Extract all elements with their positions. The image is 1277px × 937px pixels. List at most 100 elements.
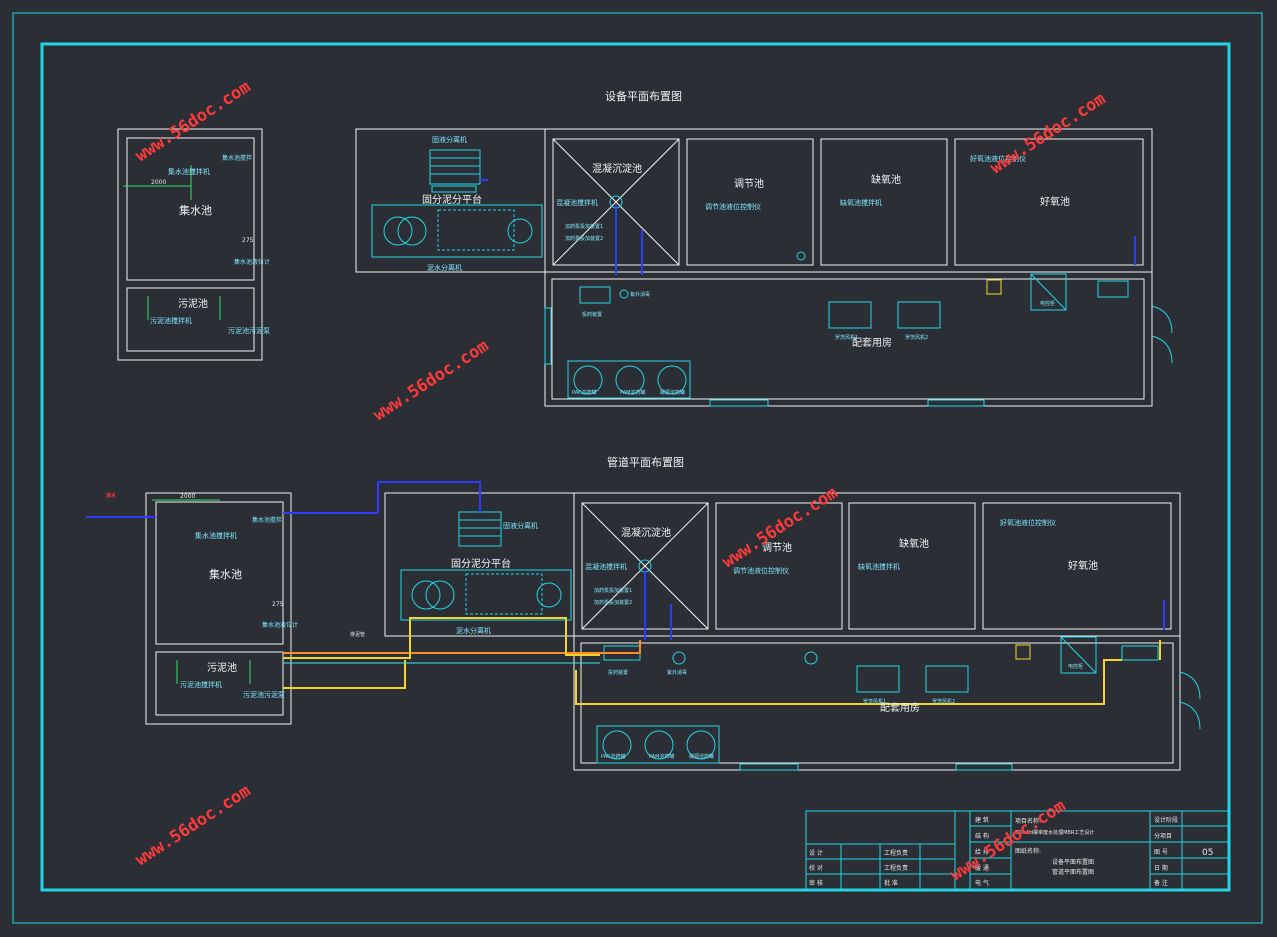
svg-text:PAM溶药罐: PAM溶药罐 bbox=[649, 753, 674, 760]
svg-text:投药装置: 投药装置 bbox=[608, 669, 628, 676]
watermark-2: www.56doc.com bbox=[987, 89, 1109, 178]
sludge-tank-label-top: 污泥池 bbox=[178, 297, 208, 310]
pipes-bottom bbox=[86, 481, 1165, 705]
svg-text:集水池搅拌: 集水池搅拌 bbox=[222, 154, 252, 162]
svg-text:电控柜: 电控柜 bbox=[1040, 300, 1055, 307]
svg-text:集水池搅拌: 集水池搅拌 bbox=[252, 516, 282, 524]
svg-text:批 准: 批 准 bbox=[884, 879, 898, 887]
collection-tank-label-bottom: 集水池 bbox=[209, 567, 242, 581]
svg-text:给 排: 给 排 bbox=[975, 848, 989, 856]
aerobic-tank-top bbox=[954, 138, 1144, 266]
svg-text:建 筑: 建 筑 bbox=[975, 816, 989, 824]
dimension-bottom bbox=[152, 499, 251, 684]
svg-text:好氧池: 好氧池 bbox=[1040, 195, 1070, 208]
svg-text:罗茨风机1: 罗茨风机1 bbox=[835, 334, 858, 341]
svg-text:缺氧池: 缺氧池 bbox=[871, 173, 901, 186]
svg-text:电控柜: 电控柜 bbox=[1068, 663, 1083, 670]
svg-text:配套用房: 配套用房 bbox=[852, 336, 892, 349]
svg-text:集水池搅拌机: 集水池搅拌机 bbox=[168, 167, 210, 176]
svg-text:2000: 2000 bbox=[180, 493, 195, 500]
svg-text:设备平面布置图: 设备平面布置图 bbox=[1052, 858, 1094, 866]
svg-text:污泥池搅拌机: 污泥池搅拌机 bbox=[180, 680, 222, 689]
equipment-plan bbox=[117, 128, 1173, 407]
collection-tank-bottom bbox=[155, 501, 284, 645]
svg-text:缺氧池搅拌机: 缺氧池搅拌机 bbox=[858, 562, 900, 571]
svg-text:加药泵投加装置1: 加药泵投加装置1 bbox=[594, 587, 632, 594]
svg-text:投药装置: 投药装置 bbox=[582, 311, 602, 318]
svg-text:好氧池液位控制仪: 好氧池液位控制仪 bbox=[1000, 518, 1056, 527]
title-block bbox=[805, 810, 1229, 890]
sludge-tank-top bbox=[126, 287, 255, 352]
anoxic-tank-bottom bbox=[848, 502, 976, 630]
watermark-3: www.56doc.com bbox=[370, 336, 492, 425]
svg-text:固分泥分平台: 固分泥分平台 bbox=[422, 193, 482, 206]
svg-text:加药泵投加装置2: 加药泵投加装置2 bbox=[565, 235, 603, 242]
svg-text:结 构: 结 构 bbox=[975, 832, 989, 840]
collection-tank-label-top: 集水池 bbox=[179, 203, 212, 217]
svg-text:PAC溶药罐: PAC溶药罐 bbox=[572, 389, 597, 396]
svg-text:泥水分离机: 泥水分离机 bbox=[427, 263, 462, 272]
svg-text:固液分离机: 固液分离机 bbox=[503, 521, 538, 530]
svg-text:暖 通: 暖 通 bbox=[975, 864, 989, 872]
svg-text:日 期: 日 期 bbox=[1154, 864, 1168, 872]
svg-text:备 注: 备 注 bbox=[1154, 879, 1168, 887]
svg-text:审 核: 审 核 bbox=[809, 879, 823, 887]
svg-text:配套用房: 配套用房 bbox=[880, 701, 920, 714]
svg-text:加药泵投加装置1: 加药泵投加装置1 bbox=[565, 223, 603, 230]
svg-text:电 气: 电 气 bbox=[975, 879, 989, 887]
regulation-tank-top bbox=[686, 138, 814, 266]
svg-text:混凝沉淀池: 混凝沉淀池 bbox=[592, 162, 642, 175]
sludge-tank-bottom bbox=[155, 651, 284, 716]
svg-text:固液分离机: 固液分离机 bbox=[432, 135, 467, 144]
svg-text:调节池液位控制仪: 调节池液位控制仪 bbox=[705, 202, 761, 211]
svg-text:排泥管: 排泥管 bbox=[350, 631, 365, 638]
svg-text:PAM溶药罐: PAM溶药罐 bbox=[620, 389, 645, 396]
aerobic-tank-bottom bbox=[982, 502, 1172, 630]
svg-text:混凝池搅拌机: 混凝池搅拌机 bbox=[585, 562, 627, 571]
pipeline-plan-title: 管道平面布置图 bbox=[607, 455, 684, 469]
svg-text:紫外消毒: 紫外消毒 bbox=[667, 669, 687, 676]
svg-text:碳源溶药罐: 碳源溶药罐 bbox=[660, 389, 685, 396]
svg-text:紫外消毒: 紫外消毒 bbox=[630, 291, 650, 298]
svg-text:PAC溶药罐: PAC溶药罐 bbox=[601, 753, 626, 760]
svg-text:缺氧池搅拌机: 缺氧池搅拌机 bbox=[840, 198, 882, 207]
svg-text:图 号: 图 号 bbox=[1154, 849, 1168, 856]
svg-text:设 计: 设 计 bbox=[809, 849, 823, 857]
collection-tank-top bbox=[126, 137, 255, 281]
svg-text:分项目: 分项目 bbox=[1154, 832, 1172, 840]
project-name: 50m³/d屠宰废水处理MBR工艺设计 bbox=[1015, 829, 1094, 836]
svg-text:2000: 2000 bbox=[151, 179, 166, 186]
svg-text:275: 275 bbox=[272, 601, 284, 608]
svg-text:集水池液位计: 集水池液位计 bbox=[234, 258, 270, 266]
svg-text:校 对: 校 对 bbox=[809, 864, 823, 872]
pipeline-plan bbox=[145, 492, 1201, 771]
svg-text:好氧池: 好氧池 bbox=[1068, 559, 1098, 572]
svg-text:罗茨风机2: 罗茨风机2 bbox=[932, 698, 955, 705]
svg-text:调节池: 调节池 bbox=[762, 541, 792, 554]
svg-text:混凝池搅拌机: 混凝池搅拌机 bbox=[556, 198, 598, 207]
svg-text:工程负责: 工程负责 bbox=[884, 864, 908, 872]
tank-group-bottom bbox=[145, 492, 292, 725]
tank-group-top bbox=[117, 128, 263, 361]
svg-text:泥水分离机: 泥水分离机 bbox=[456, 626, 491, 635]
outer-frame bbox=[12, 12, 1263, 924]
svg-text:图纸名称:: 图纸名称: bbox=[1015, 847, 1041, 855]
svg-text:集水池液位计: 集水池液位计 bbox=[262, 621, 298, 629]
svg-text:缺氧池: 缺氧池 bbox=[899, 537, 929, 550]
watermark-1: www.56doc.com bbox=[132, 77, 254, 166]
svg-text:进水: 进水 bbox=[106, 492, 117, 499]
svg-text:好氧池液位控制仪: 好氧池液位控制仪 bbox=[970, 154, 1026, 163]
inner-frame bbox=[40, 42, 1231, 892]
sheet-number: 05 bbox=[1202, 848, 1213, 858]
dimension-top bbox=[123, 165, 221, 320]
svg-text:工程负责: 工程负责 bbox=[884, 849, 908, 857]
svg-text:集水池搅拌机: 集水池搅拌机 bbox=[195, 531, 237, 540]
svg-text:调节池液位控制仪: 调节池液位控制仪 bbox=[733, 566, 789, 575]
svg-text:固分泥分平台: 固分泥分平台 bbox=[451, 557, 511, 570]
svg-text:污泥池污泥泵: 污泥池污泥泵 bbox=[243, 690, 285, 699]
svg-text:碳源溶药罐: 碳源溶药罐 bbox=[689, 753, 714, 760]
equipment-room-bottom bbox=[573, 635, 1181, 771]
svg-text:调节池: 调节池 bbox=[734, 177, 764, 190]
watermark-5: www.56doc.com bbox=[132, 781, 254, 870]
